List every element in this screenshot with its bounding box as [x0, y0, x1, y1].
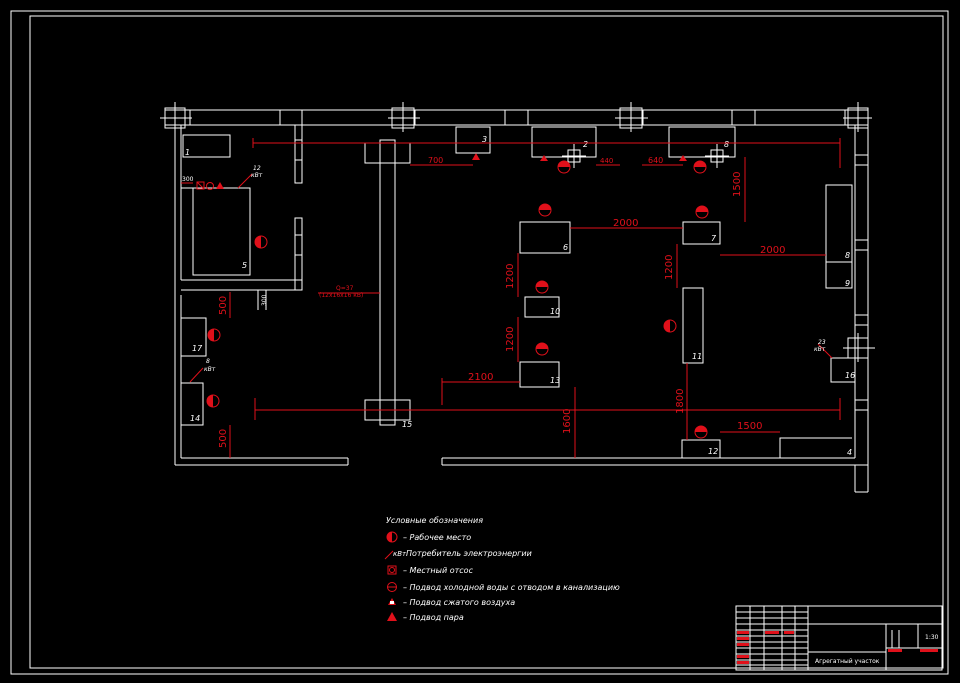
- svg-text:300: 300: [261, 294, 268, 306]
- equipment-2: [531, 126, 597, 158]
- svg-text:12: 12: [253, 165, 261, 172]
- svg-text:Агрегатный участок: Агрегатный участок: [815, 658, 880, 665]
- legend: Условные обозначения – Рабочее место кВт…: [384, 516, 620, 622]
- svg-text:1500: 1500: [732, 172, 743, 197]
- svg-text:– Подвод холодной воды с отвод: – Подвод холодной воды с отводом в канал…: [403, 583, 620, 592]
- svg-text:кВт: кВт: [393, 550, 407, 558]
- svg-text:6: 6: [563, 243, 568, 252]
- svg-text:8: 8: [724, 140, 729, 149]
- svg-text:(12х16х16 кВ): (12х16х16 кВ): [319, 292, 363, 299]
- svg-text:1500: 1500: [737, 421, 762, 432]
- equipment-1: [182, 134, 231, 158]
- svg-text:2000: 2000: [613, 218, 638, 229]
- power-consumer-markers: 12 кВт 8 кВт 23 кВт: [189, 165, 833, 383]
- svg-text:Условные обозначения: Условные обозначения: [386, 516, 483, 525]
- equipment-number-labels: 1 2 3 4 5 6 7 8 9 10 11 12 13 14 15 16 1…: [185, 135, 855, 457]
- svg-text:3: 3: [482, 135, 487, 144]
- svg-text:1600: 1600: [562, 409, 573, 434]
- equipment-5: [181, 187, 251, 276]
- power-consumer-icon: [384, 550, 394, 560]
- svg-text:1:30: 1:30: [925, 634, 939, 641]
- svg-text:2: 2: [583, 140, 588, 149]
- svg-text:5: 5: [242, 261, 247, 270]
- equipment-6: [519, 221, 571, 254]
- svg-text:1200: 1200: [505, 264, 516, 289]
- svg-text:7: 7: [711, 234, 717, 243]
- workplace-icon: [386, 531, 398, 543]
- svg-text:2000: 2000: [760, 245, 785, 256]
- equipment-8-top: [668, 126, 736, 158]
- equipment-17: [180, 317, 207, 357]
- svg-text:– Подвод пара: – Подвод пара: [403, 613, 464, 622]
- svg-text:500: 500: [218, 429, 229, 448]
- svg-text:Q=37: Q=37: [336, 285, 354, 292]
- svg-text:12: 12: [708, 447, 718, 456]
- svg-text:440: 440: [600, 157, 613, 165]
- equipment: [180, 126, 856, 458]
- svg-text:16: 16: [845, 371, 855, 380]
- svg-text:14: 14: [190, 414, 200, 423]
- svg-text:2100: 2100: [468, 372, 493, 383]
- equipment-13: [519, 361, 560, 388]
- equipment-9: [825, 261, 853, 289]
- svg-text:9: 9: [845, 279, 850, 288]
- svg-text:1800: 1800: [675, 389, 686, 414]
- svg-text:15: 15: [402, 420, 412, 429]
- svg-text:300: 300: [182, 176, 194, 183]
- svg-text:8: 8: [206, 358, 210, 365]
- svg-text:– Подвод сжатого воздуха: – Подвод сжатого воздуха: [403, 598, 515, 607]
- svg-text:8: 8: [845, 251, 850, 260]
- cold-water-icon: [387, 582, 397, 592]
- equipment-11: [682, 287, 704, 364]
- svg-text:1200: 1200: [505, 327, 516, 352]
- svg-text:17: 17: [192, 344, 203, 353]
- bus-label: Q=37 (12х16х16 кВ): [319, 285, 363, 299]
- svg-text:Потребитель электроэнергии: Потребитель электроэнергии: [406, 549, 532, 558]
- equipment-10: [524, 296, 560, 318]
- svg-text:500: 500: [218, 296, 229, 315]
- svg-text:11: 11: [692, 352, 702, 361]
- equipment-14: [180, 382, 204, 426]
- dimension-values: 700 440 640 1500 2000 2000 1200 1200 120…: [182, 156, 785, 448]
- title-block: Агрегатный участок 1:30: [735, 605, 943, 671]
- svg-text:кВт: кВт: [814, 346, 826, 353]
- svg-text:кВт: кВт: [251, 172, 263, 179]
- svg-text:23: 23: [818, 339, 826, 346]
- workplace-markers: [206, 160, 709, 439]
- utility-markers: [196, 153, 687, 190]
- compressed-air-icon: [388, 598, 396, 605]
- equipment-16: [830, 357, 856, 383]
- svg-text:– Местный отсос: – Местный отсос: [403, 566, 474, 575]
- equipment-12-4: [681, 437, 852, 458]
- svg-text:4: 4: [847, 448, 852, 457]
- svg-text:13: 13: [550, 376, 560, 385]
- svg-text:1200: 1200: [664, 255, 675, 280]
- equipment-3: [455, 126, 491, 154]
- steam-icon: [387, 612, 397, 621]
- svg-text:10: 10: [550, 307, 560, 316]
- equipment-7: [682, 221, 721, 245]
- dimension-lines: [181, 138, 841, 458]
- local-exhaust-icon: [387, 565, 397, 575]
- svg-text:700: 700: [428, 156, 443, 165]
- svg-text:640: 640: [648, 156, 663, 165]
- sheet-inner-frame: [29, 15, 944, 669]
- sheet-outer-frame: [10, 10, 949, 675]
- svg-text:1: 1: [185, 148, 190, 157]
- svg-text:– Рабочее место: – Рабочее место: [403, 533, 471, 542]
- svg-text:кВт: кВт: [204, 366, 216, 373]
